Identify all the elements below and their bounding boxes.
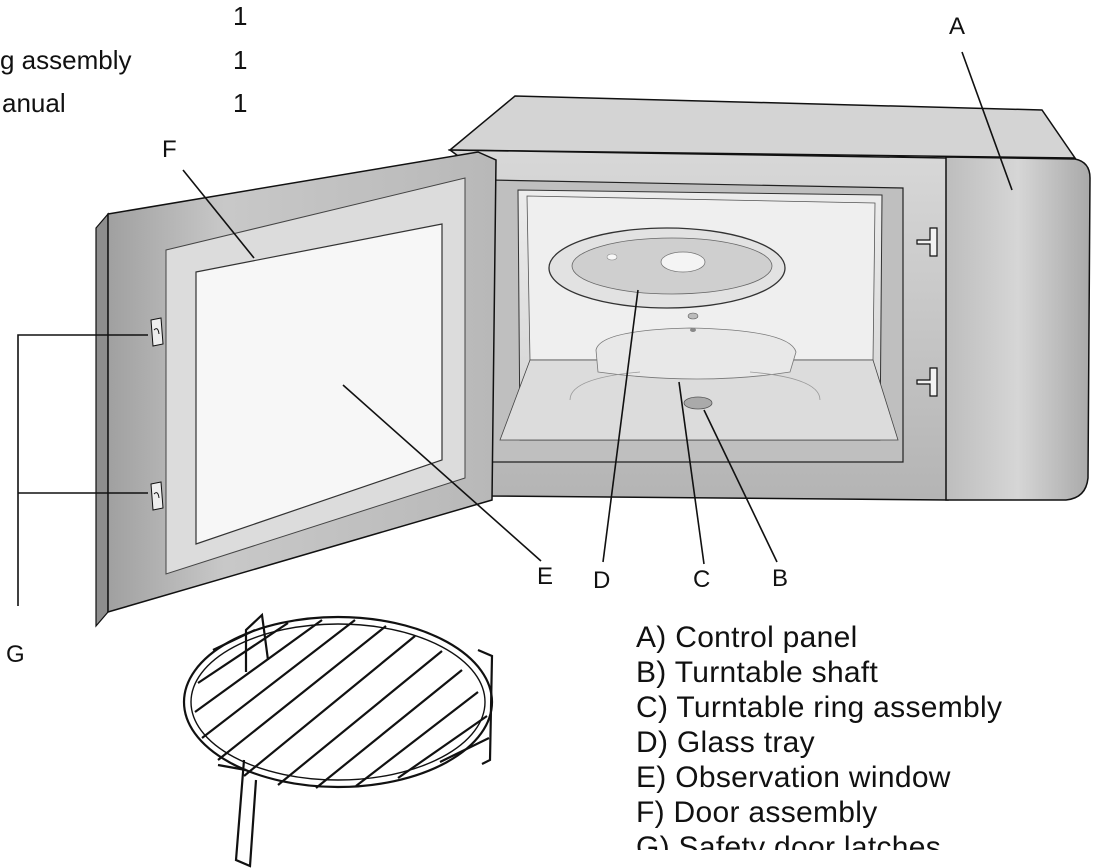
leader-g	[17, 334, 148, 606]
callout-c: C	[693, 566, 711, 593]
contents-item-3: anual	[2, 88, 66, 118]
callout-g: G	[6, 641, 25, 668]
leader-e	[342, 384, 542, 562]
observation-window	[195, 223, 443, 545]
legend-item-e: E) Observation window	[636, 761, 951, 794]
callout-f: F	[162, 136, 177, 163]
leader-a	[961, 51, 1013, 191]
wire-rack	[182, 612, 494, 868]
leader-f	[182, 169, 255, 259]
wire-rack-leg-right	[477, 648, 494, 765]
contents-qty-3: 1	[233, 88, 248, 118]
legend-item-d: D) Glass tray	[636, 726, 815, 759]
legend-item-c: C) Turntable ring assembly	[636, 691, 1003, 724]
leader-b	[703, 409, 778, 563]
legend-item-b: B) Turntable shaft	[636, 656, 879, 689]
leader-d	[602, 289, 639, 563]
parts-legend: A) Control panel B) Turntable shaft C) T…	[636, 620, 1002, 850]
legend-item-a: A) Control panel	[636, 621, 858, 654]
cabinet-top	[447, 95, 1077, 159]
door-latch-top	[150, 317, 164, 347]
leader-c	[678, 381, 705, 565]
control-panel	[945, 156, 1091, 501]
leader-lines	[17, 51, 1013, 606]
callout-e: E	[537, 563, 554, 590]
turntable-shaft	[683, 396, 713, 410]
glass-tray-hub	[660, 251, 706, 273]
contents-qty-2: 1	[233, 45, 248, 75]
door-latch-bottom	[150, 481, 164, 511]
callout-d: D	[593, 567, 611, 594]
latch-receiver-bottom	[916, 367, 938, 397]
wire-rack-leg-back	[244, 612, 270, 672]
latch-receiver-top	[916, 227, 938, 257]
turntable-ring	[595, 327, 797, 380]
callout-a: A	[949, 13, 966, 40]
legend-item-g: G) Safety door latches	[636, 831, 942, 850]
legend-item-f: F) Door assembly	[636, 796, 878, 829]
callout-b: B	[772, 565, 789, 592]
door-side-edge	[95, 212, 109, 628]
contents-qty-1: 1	[233, 1, 248, 31]
wire-rack-leg-front	[234, 759, 258, 868]
contents-item-2: g assembly	[0, 45, 132, 75]
